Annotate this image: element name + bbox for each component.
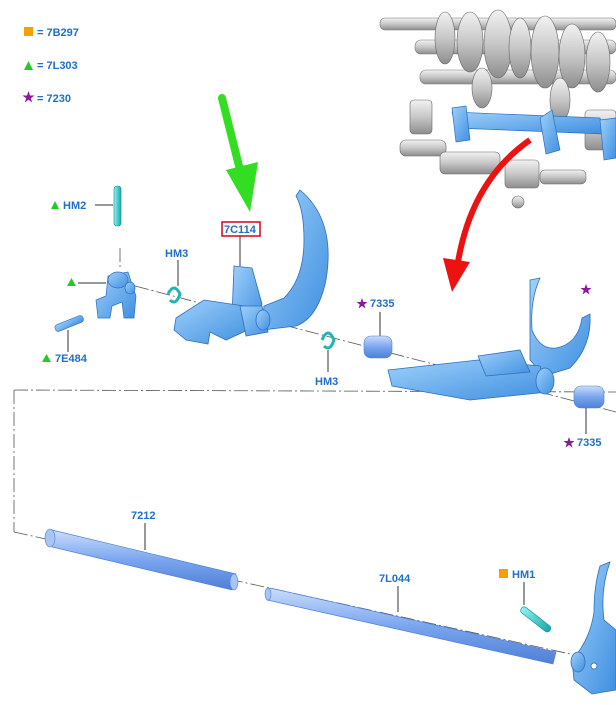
orange-square-hm1-icon [499,569,508,578]
green-triangle-icon [24,61,33,70]
7335-top-star-icon [356,298,368,309]
7335-bottom-star-icon [563,437,575,448]
label-7c114: 7C114 [224,224,257,236]
label-hm3-top: HM3 [165,248,188,260]
hm2-triangle-icon [51,201,59,209]
shaft-7l044 [264,587,557,665]
7e484-triangle-icon [42,354,51,362]
green-arrow [218,94,258,212]
fork-right-star-icon [580,284,592,295]
label-hm1: HM1 [512,569,535,581]
legend-text-7b297: = 7B297 [37,27,79,39]
label-hm3-mid: HM3 [315,376,338,388]
purple-star-icon [22,91,35,103]
shaft-7212 [44,528,239,591]
orange-square-icon [24,27,33,36]
legend-text-7l303: = 7L303 [37,60,78,72]
hm1-roll-pin [520,606,552,633]
7c114-highlight-box [221,221,261,237]
label-7212: 7212 [131,510,155,522]
hm3-top-clip [166,286,182,304]
legend-item-triangle: = 7L303 [24,60,78,72]
legend: = 7B297 = 7L303 = 7230 [22,27,79,105]
red-arrow [443,137,532,292]
bracket-triangle-icon [67,278,76,286]
label-7335-bottom: 7335 [577,437,601,449]
shift-fork-7c114 [173,189,329,345]
bushing-7335-top [363,335,393,359]
bushing-7335-bottom [573,385,605,409]
transmission-assembly [379,9,616,209]
label-7l044: 7L044 [379,573,411,585]
legend-text-7230: = 7230 [37,93,71,105]
label-7e484: 7E484 [55,353,88,365]
hm3-mid-clip [320,331,336,350]
hm2-roll-pin [95,185,122,227]
shift-fork-right [387,277,591,401]
legend-item-square: = 7B297 [24,27,79,39]
shift-lever-bracket [95,271,137,319]
shift-fork-bottom-right [570,561,616,695]
7e484-pin [54,315,84,352]
legend-item-star: = 7230 [22,91,71,105]
label-7335-top: 7335 [370,298,394,310]
label-hm2: HM2 [63,200,86,212]
